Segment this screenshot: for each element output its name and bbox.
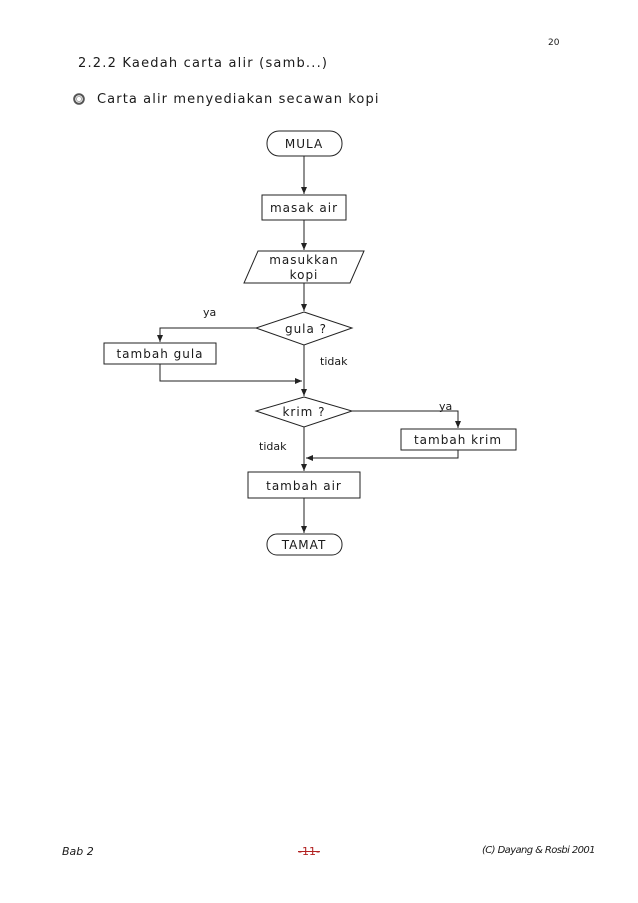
- add-cream-label: tambah krim: [414, 433, 502, 447]
- connector-addsugar-merge: [159, 364, 302, 384]
- boil-water-label: masak air: [270, 201, 338, 215]
- add-water-label: tambah air: [266, 479, 342, 493]
- connector-sugar-yes: [157, 327, 256, 342]
- hollow-circle-bullet-icon: [73, 93, 85, 105]
- sugar-decision-label: gula ?: [285, 322, 327, 336]
- connector-addcream-merge: [306, 450, 459, 461]
- add-coffee-input: masukkan kopi: [243, 250, 365, 284]
- cream-decision-label: krim ?: [282, 405, 325, 419]
- section-heading: 2.2.2 Kaedah carta alir (samb...): [78, 56, 329, 71]
- cream-decision: krim ?: [254, 396, 354, 428]
- sugar-yes-label: ya: [203, 306, 216, 319]
- footer-page-number: -11-: [298, 845, 320, 858]
- add-sugar-label: tambah gula: [116, 347, 203, 361]
- page-number: 20: [548, 38, 560, 48]
- start-label: MULA: [285, 137, 323, 151]
- add-coffee-label-line1: masukkan: [269, 253, 339, 267]
- sugar-decision: gula ?: [254, 311, 354, 346]
- cream-yes-label: ya: [439, 400, 452, 413]
- connector-cream-yes: [352, 410, 461, 428]
- start-terminator: MULA: [266, 130, 343, 157]
- add-water-process: tambah air: [247, 471, 361, 499]
- add-cream-process: tambah krim: [400, 428, 517, 451]
- bullet-text: Carta alir menyediakan secawan kopi: [97, 92, 380, 107]
- boil-water-process: masak air: [261, 194, 347, 221]
- footer-chapter: Bab 2: [62, 845, 94, 858]
- end-terminator: TAMAT: [266, 533, 343, 556]
- flow-connectors: [157, 156, 461, 533]
- end-label: TAMAT: [281, 538, 327, 552]
- sugar-no-label: tidak: [320, 355, 348, 368]
- add-sugar-process: tambah gula: [103, 342, 217, 365]
- footer-copyright: (C) Dayang & Rosbi 2001: [482, 845, 596, 856]
- cream-no-label: tidak: [259, 440, 287, 453]
- add-coffee-label-line2: kopi: [290, 268, 319, 282]
